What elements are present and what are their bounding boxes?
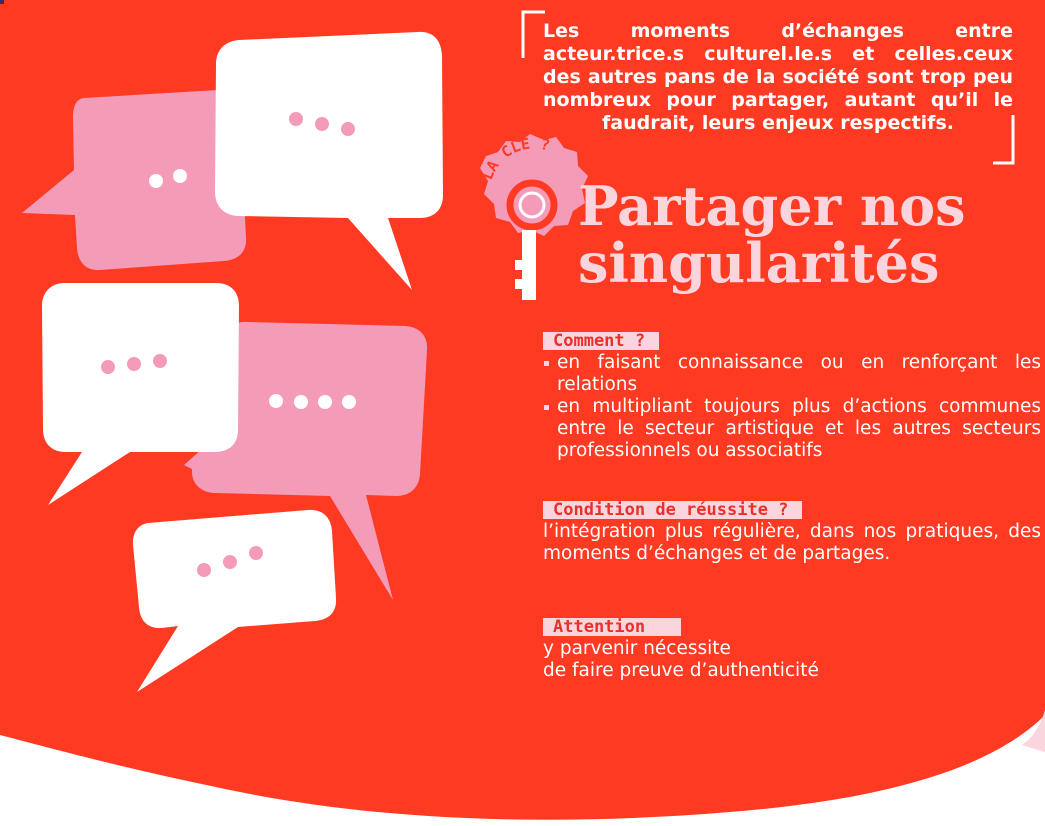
condition-text: l’intégration plus régulière, dans nos p… [543,521,1041,564]
condition-label: Condition de réussite ? [543,501,803,519]
badge-label: LA CLÉ ? [478,133,552,182]
how-section: Comment ? en faisant connaissance ou en … [543,331,1041,462]
speech-bubble-icon [132,509,337,692]
attention-label: Attention [543,618,682,636]
speech-bubble-icon [215,31,443,290]
attention-section: Attention y parvenir nécessite de faire … [543,617,1041,682]
speech-bubble-icon [184,321,428,600]
speech-bubble-icon [22,89,247,271]
list-item: en multipliant toujours plus d’actions c… [543,396,1041,462]
attention-line-1: y parvenir nécessite [543,638,731,659]
title-line-1: Partager nos [578,174,966,238]
bracket-corner [521,10,1015,165]
list-item: en faisant connaissance ou en renforçant… [543,352,1041,396]
attention-line-2: de faire preuve d’authenticité [543,660,819,681]
how-list: en faisant connaissance ou en renforçant… [543,352,1041,462]
intro-text: Les moments d’échanges entre acteur.tric… [543,20,1013,134]
how-label: Comment ? [543,332,660,350]
badge-text: LA CLÉ ? [478,133,552,182]
title-line-2: singularités [578,231,940,295]
speech-bubble-icon [42,283,239,505]
condition-section: Condition de réussite ? l’intégration pl… [543,500,1041,565]
key-icon [480,134,588,300]
